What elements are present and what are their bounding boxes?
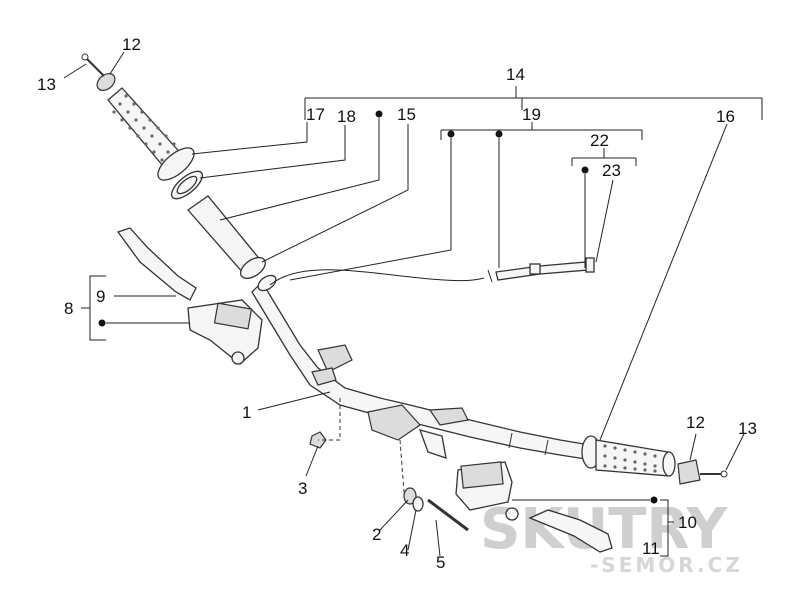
callout-23: 23 (602, 161, 621, 180)
callout-13-right: 13 (738, 419, 757, 438)
callout-13-left: 13 (37, 75, 56, 94)
callout-12-right: 12 (686, 413, 705, 432)
right-brake-assembly (455, 461, 613, 553)
callout-2: 2 (372, 525, 381, 544)
callout-10: 10 (678, 513, 697, 532)
watermark-sub-text: -SEMOR.CZ (590, 553, 743, 577)
callout-16: 16 (716, 107, 735, 126)
small-hardware (309, 431, 469, 532)
left-grip (107, 87, 204, 200)
callout-14: 14 (506, 65, 525, 84)
mounting-guides (318, 398, 405, 493)
callout-22: 22 (590, 131, 609, 150)
right-grip (581, 435, 676, 477)
callout-11: 11 (642, 539, 660, 558)
callout-leaders (63, 51, 763, 557)
left-bar-end (81, 53, 116, 91)
callout-12-left: 12 (122, 35, 141, 54)
callout-5: 5 (436, 553, 445, 572)
callout-9: 9 (96, 287, 105, 306)
callout-19: 19 (522, 105, 541, 124)
callout-8: 8 (64, 299, 73, 318)
throttle-cable (269, 257, 595, 286)
callout-4: 4 (400, 541, 409, 560)
callout-3: 3 (298, 479, 307, 498)
left-brake-assembly (116, 227, 263, 365)
callout-labels: 13 12 14 17 18 15 19 22 23 16 9 8 1 3 12… (37, 35, 757, 572)
callout-18: 18 (337, 107, 356, 126)
callout-1: 1 (242, 403, 251, 422)
handlebar-tube (251, 280, 593, 461)
watermark-logo: SKUTRY -SEMOR.CZ (480, 497, 743, 577)
callout-17: 17 (306, 105, 325, 124)
right-bar-end (677, 459, 728, 485)
callout-15: 15 (397, 105, 416, 124)
throttle-tube (187, 195, 277, 292)
